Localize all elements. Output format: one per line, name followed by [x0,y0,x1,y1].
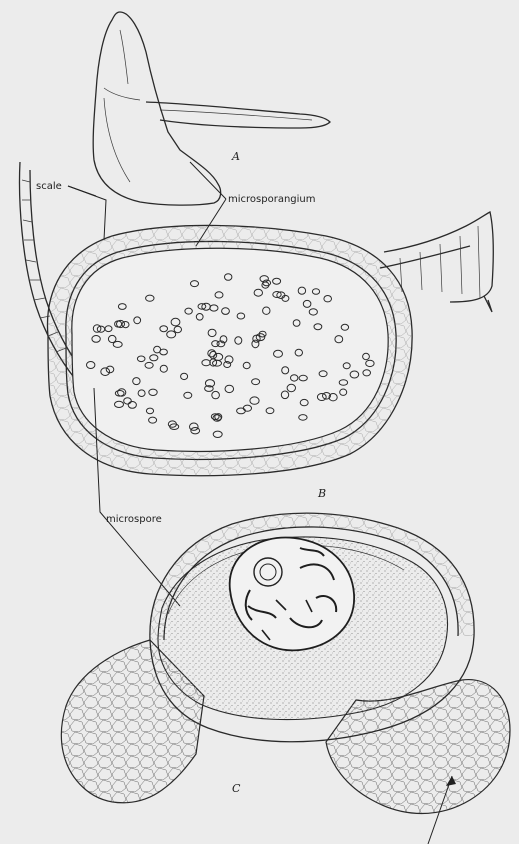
scale-leader-line-2 [68,186,96,196]
microspore-label: microspore [106,514,162,525]
figure-c-label: C [232,782,241,795]
scale-leader-line [68,186,106,240]
microsporangium-leader-line-a [190,162,226,199]
scale-label: scale [36,181,62,192]
figure-b-label: B [317,487,326,500]
figure-a-label: A [231,150,240,163]
figure-c-pollen-grain [61,513,510,813]
figure-a-stamen [93,12,330,205]
microsporangium-label: microsporangium [228,194,316,205]
figure-b-section [20,162,494,476]
